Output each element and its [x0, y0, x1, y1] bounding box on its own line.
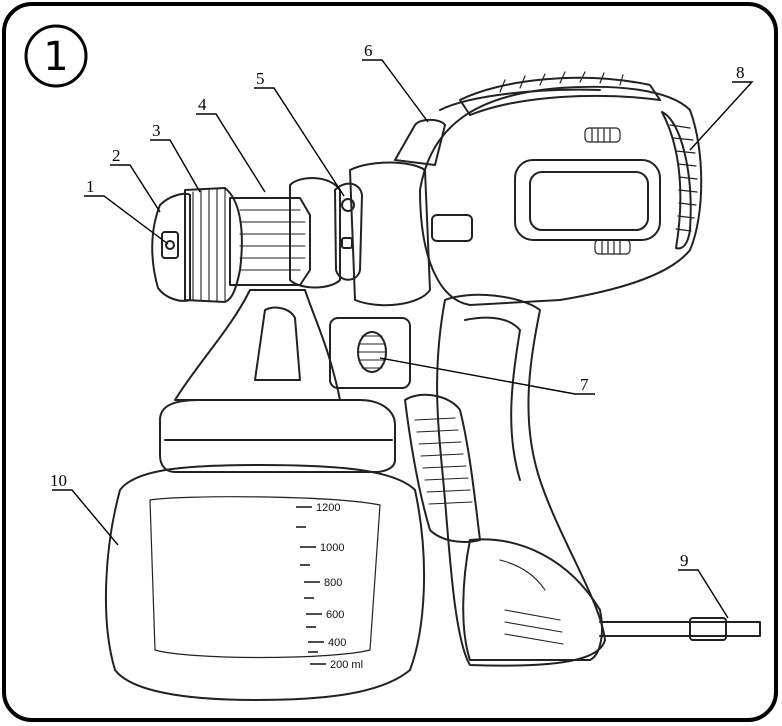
callout-2: 2: [112, 146, 121, 165]
step-badge: 1: [24, 24, 88, 88]
callout-1: 1: [86, 177, 95, 196]
scale-label-200: 200 ml: [330, 659, 363, 671]
front-neck: [349, 161, 431, 307]
adjusting-ring: [184, 187, 243, 303]
air-cap: [151, 192, 191, 302]
container-lid: [159, 399, 396, 473]
top-cover: [459, 76, 661, 116]
scale-label-1200: 1200: [316, 502, 340, 514]
callout-3: 3: [152, 121, 161, 140]
nozzle-barrel: [229, 197, 311, 286]
volume-scale: [296, 506, 326, 665]
suction-column: [174, 289, 341, 401]
callout-9: 9: [680, 551, 689, 570]
scale-label-400: 400: [328, 637, 346, 649]
vent-top: [584, 127, 621, 143]
callout-5: 5: [256, 69, 265, 88]
scale-label-600: 600: [326, 609, 344, 621]
callout-leaders: [52, 59, 754, 619]
power-cord: [599, 620, 761, 638]
paint-container: [104, 464, 426, 701]
rear-air-filter: [661, 111, 692, 250]
trigger-lock-button: [394, 118, 446, 166]
callout-7: 7: [580, 375, 589, 394]
nozzle-tip: [161, 231, 179, 259]
flow-control-knob: [357, 331, 387, 373]
callout-6: 6: [364, 41, 373, 60]
step-number: 1: [43, 34, 68, 80]
scale-label-1000: 1000: [320, 542, 344, 554]
vent-bottom: [594, 239, 631, 255]
callout-4: 4: [198, 95, 207, 114]
scale-label-800: 800: [324, 577, 342, 589]
side-panel: [514, 159, 661, 241]
callout-10: 10: [50, 471, 67, 490]
callout-8: 8: [736, 63, 745, 82]
handle: [436, 293, 606, 667]
spray-gun-body: [104, 71, 761, 701]
motor-housing: [419, 85, 703, 306]
